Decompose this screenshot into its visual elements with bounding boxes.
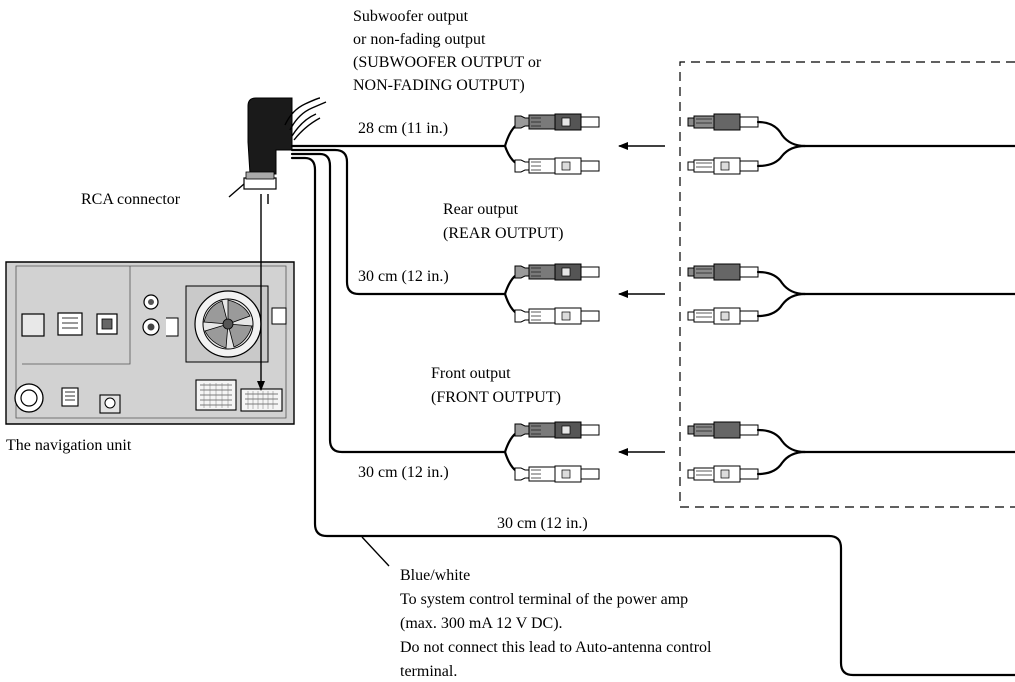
rca-connector-label: RCA connector xyxy=(81,191,181,208)
fan-icon xyxy=(194,290,262,358)
front-label-1: Front output xyxy=(431,365,511,382)
rca-connector xyxy=(243,97,293,190)
harness-wires xyxy=(290,144,1015,677)
rca-connector-pointer xyxy=(228,183,245,198)
amp-front-jacks xyxy=(687,421,1015,483)
rear-length: 30 cm (12 in.) xyxy=(358,268,449,285)
amp-rear-jacks xyxy=(687,263,1015,325)
blue-white-line-2: (max. 300 mA 12 V DC). xyxy=(400,615,563,632)
port-dsub-icon xyxy=(57,312,83,336)
subwoofer-length: 28 cm (11 in.) xyxy=(358,120,448,137)
amp-subwoofer-jacks xyxy=(687,113,1015,175)
port-square-icon xyxy=(21,313,45,337)
navigation-unit-label: The navigation unit xyxy=(6,437,132,454)
blue-white-pointer xyxy=(361,536,390,567)
blue-white-line-4: terminal. xyxy=(400,663,457,680)
front-plug-pair xyxy=(503,421,600,483)
rca-port-icon xyxy=(240,388,283,412)
round-port-icon xyxy=(14,383,44,413)
blue-white-line-1: To system control terminal of the power … xyxy=(400,591,688,608)
rear-label-1: Rear output xyxy=(443,201,519,218)
rear-plug-pair xyxy=(503,263,600,325)
rear-label-2: (REAR OUTPUT) xyxy=(443,225,563,242)
front-length: 30 cm (12 in.) xyxy=(358,464,449,481)
front-label-2: (FRONT OUTPUT) xyxy=(431,389,561,406)
subwoofer-label-2: or non-fading output xyxy=(353,31,486,48)
blue-white-title: Blue/white xyxy=(400,567,470,584)
subwoofer-label-3: (SUBWOOFER OUTPUT or xyxy=(353,54,542,71)
main-connector-icon xyxy=(195,379,237,411)
blue-white-line-3: Do not connect this lead to Auto-antenna… xyxy=(400,639,712,656)
subwoofer-label-1: Subwoofer output xyxy=(353,8,469,25)
navigation-unit xyxy=(5,261,295,425)
subwoofer-label-4: NON-FADING OUTPUT) xyxy=(353,77,525,94)
power-amp-box xyxy=(679,61,1015,508)
subwoofer-plug-pair xyxy=(503,113,600,175)
port-grid-icon xyxy=(61,387,79,407)
blue-white-length: 30 cm (12 in.) xyxy=(497,515,588,532)
gps-port-icon xyxy=(271,307,287,325)
